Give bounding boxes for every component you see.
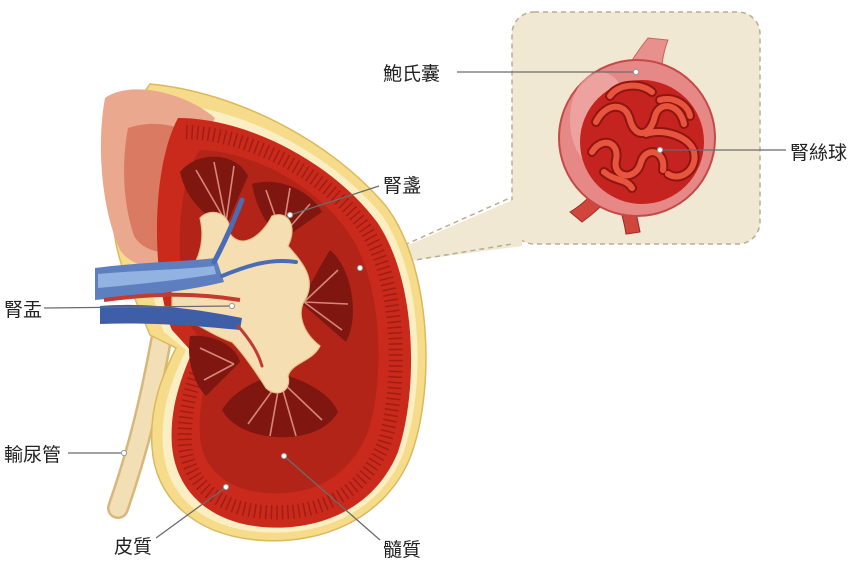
- kidney-section: [95, 84, 426, 541]
- glomerulus-inset: [355, 12, 760, 270]
- label-text-glomerulus: 腎絲球: [790, 142, 847, 164]
- label-text-cortex: 皮質: [114, 536, 152, 558]
- label-text-medulla: 髓質: [383, 539, 421, 561]
- label-text-renal-pelvis: 腎盂: [4, 299, 42, 321]
- label-text-ureter: 輸尿管: [4, 444, 61, 466]
- label-text-bowman-capsule: 鮑氏囊: [383, 63, 440, 85]
- inset-origin-dot: [357, 265, 362, 270]
- label-text-calyx: 腎盞: [383, 175, 421, 197]
- label-ureter: 輸尿管: [4, 444, 127, 466]
